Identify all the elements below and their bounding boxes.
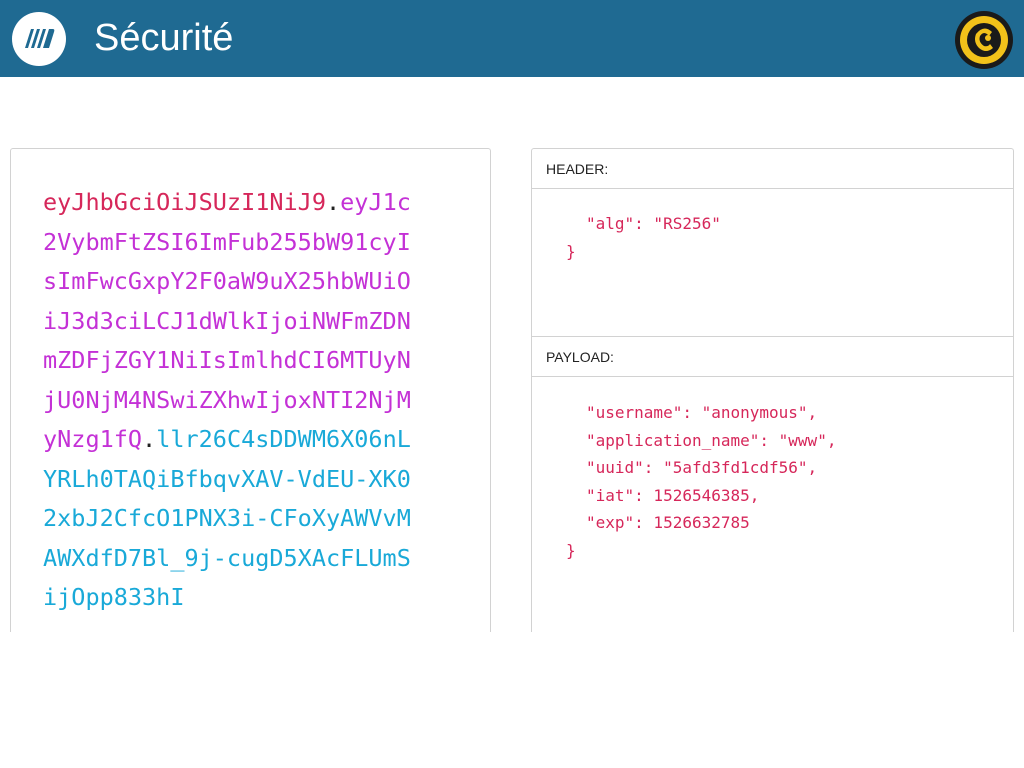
header-json: "alg": "RS256" }: [532, 189, 1013, 336]
brand-stripes-icon: [12, 12, 66, 66]
header-json-line: "alg": "RS256": [586, 214, 721, 233]
payload-json-line: "username": "anonymous",: [586, 403, 818, 422]
payload-json-line: "iat": 1526546385,: [586, 485, 760, 505]
token-signature-segment: llr26C4sDDWM6X06nLYRLh0TAQiBfbqvXAV-VdEU…: [43, 425, 411, 611]
token-payload-segment: eyJ1c2VybmFtZSI6ImFub255bW91cyIsImFwcGxp…: [43, 188, 411, 453]
slide-title: Sécurité: [94, 17, 234, 59]
payload-json-line: "application_name": "www",: [586, 430, 837, 450]
header-section-title: HEADER:: [532, 149, 1013, 189]
decoded-token-panel: HEADER: "alg": "RS256" } PAYLOAD: "usern…: [531, 148, 1014, 632]
closing-brace: }: [566, 241, 576, 261]
payload-json-line: "exp": 1526632785: [586, 513, 750, 532]
token-dot-separator: .: [142, 425, 157, 453]
payload-json: "username": "anonymous", "application_na…: [532, 377, 1013, 564]
token-header-segment: eyJhbGciOiJSUzI1NiJ9: [43, 188, 326, 216]
title-bar: Sécurité: [0, 0, 1024, 77]
payload-section-title: PAYLOAD:: [532, 337, 1013, 377]
encoded-token[interactable]: eyJhbGciOiJSUzI1NiJ9.eyJ1c2VybmFtZSI6ImF…: [43, 183, 423, 618]
yellow-emblem-icon: [954, 10, 1014, 70]
token-dot-separator: .: [325, 188, 341, 216]
payload-json-line: "uuid": "5afd3fd1cdf56",: [586, 458, 818, 477]
closing-brace: }: [566, 540, 576, 560]
encoded-token-panel: eyJhbGciOiJSUzI1NiJ9.eyJ1c2VybmFtZSI6ImF…: [10, 148, 491, 632]
